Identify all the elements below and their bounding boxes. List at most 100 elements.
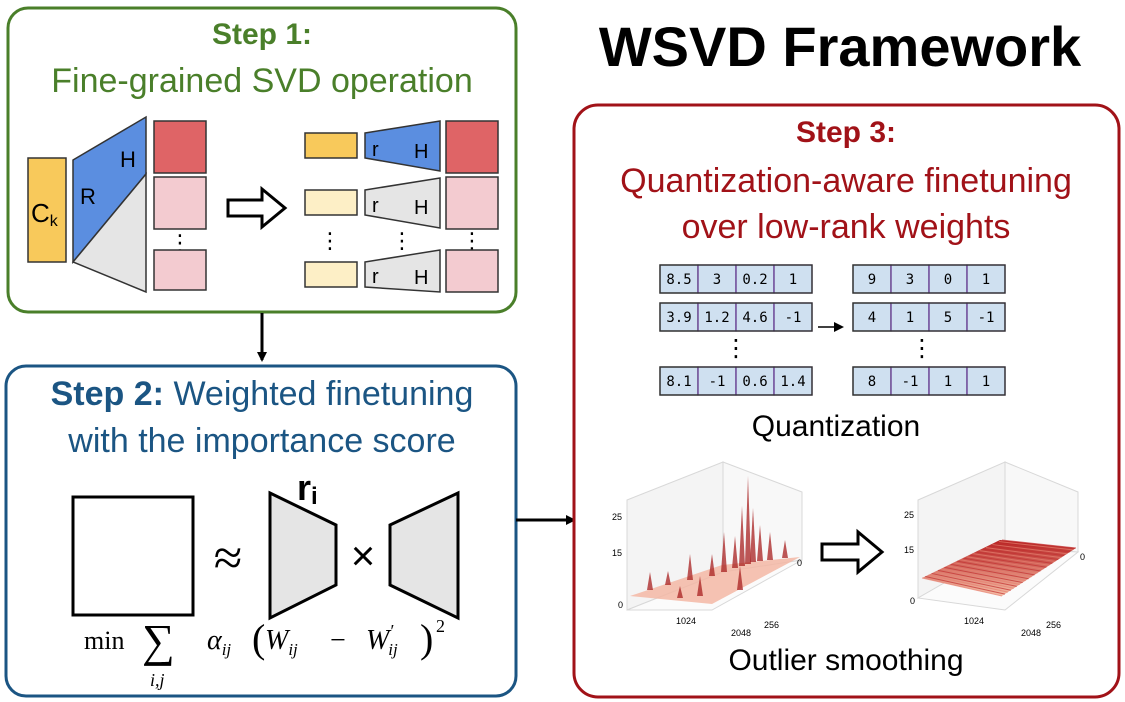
- row1-r-label: r: [372, 139, 379, 161]
- h-block-dots: ⋮: [169, 230, 191, 255]
- step2-line1: Step 2: Weighted finetuning: [51, 375, 474, 413]
- matrix-before-value: 0.6: [742, 374, 767, 390]
- plot-after-y-0: 0: [1080, 552, 1085, 562]
- plot-spike: [721, 532, 727, 572]
- plot-spike: [665, 571, 671, 585]
- matrix-after-cell: [852, 264, 892, 294]
- matrix-after-value: 3: [906, 272, 914, 288]
- plot-after-z-25: 25: [904, 510, 914, 520]
- matrix-after-cell: [928, 302, 968, 332]
- matrix-before-value: 4.6: [742, 310, 767, 326]
- matrix-before-value: 3.9: [666, 310, 691, 326]
- plot-texture-line: [979, 550, 1056, 562]
- quantization-caption: Quantization: [752, 410, 920, 443]
- matrix-after-value: 5: [944, 310, 952, 326]
- plot-texture-line: [992, 544, 1068, 555]
- ck-label: Ck: [31, 198, 59, 230]
- h-block-right-3: [445, 249, 499, 293]
- plot-texture-line: [976, 551, 1053, 564]
- svd-gray-part: [71, 171, 147, 294]
- plot-spike: [647, 572, 653, 590]
- framework-title: WSVD Framework: [599, 15, 1082, 78]
- plot-before-y-0: 0: [797, 558, 802, 568]
- step3-panel: Step 3: Quantization-aware finetuning ov…: [572, 103, 1121, 699]
- low-rank-left-trap: [268, 490, 338, 621]
- formula-open-paren: (: [252, 616, 265, 661]
- matrix-before-row: [659, 264, 813, 294]
- plot-texture-line: [985, 547, 1062, 559]
- approx-symbol: ≈: [214, 530, 243, 587]
- plot-texture-line: [989, 545, 1065, 557]
- matrix-before-value: 3: [713, 272, 721, 288]
- step3-line2: over low-rank weights: [682, 208, 1011, 246]
- plot-texture-line: [969, 554, 1047, 568]
- plot-after-z-0: 0: [910, 596, 915, 606]
- dots-col-2: ⋮: [391, 228, 413, 253]
- plot-texture-line: [925, 575, 1006, 595]
- matrix-before-value: 8.1: [666, 374, 691, 390]
- objective-formula: min ∑ i,j αij ( Wij − W′ij ) 2: [84, 615, 445, 690]
- plot-texture-line: [1001, 539, 1077, 549]
- plot-spike: [709, 554, 715, 576]
- surface-plot-before: 25 15 0 1024 2048 256 0: [612, 461, 803, 638]
- formula-w: Wij: [265, 625, 298, 659]
- plot-before-spikes: [647, 476, 788, 598]
- plot-texture-line: [963, 557, 1041, 572]
- matrix-after-value: 9: [868, 272, 876, 288]
- step2-panel: Step 2: Weighted finetuning with the imp…: [4, 364, 518, 698]
- plot-after-y-256: 256: [1046, 620, 1061, 630]
- matrix-after-row: [852, 366, 1006, 396]
- plot-spike: [767, 532, 773, 560]
- step3-line1: Quantization-aware finetuning: [620, 162, 1072, 200]
- plot-before-z-25: 25: [612, 512, 622, 522]
- plot-before-x-1024: 1024: [676, 616, 696, 626]
- plot-texture-line: [921, 577, 1003, 597]
- h-block-2: [153, 176, 207, 230]
- matrix-after-value: 1: [982, 374, 990, 390]
- outlier-smoothing-caption: Outlier smoothing: [728, 644, 963, 677]
- plot-texture-line: [973, 553, 1050, 566]
- trap-blue-1: [364, 120, 441, 172]
- hollow-arrow-icon: [226, 185, 288, 231]
- plot-texture-line: [957, 560, 1035, 576]
- matrix-before-dots: ⋮: [724, 335, 748, 362]
- step3-heading: Step 3:: [796, 116, 896, 149]
- formula-alpha: αij: [207, 625, 231, 659]
- weight-matrix-square: [71, 495, 195, 617]
- plot-texture-line: [931, 572, 1011, 591]
- plot-texture-line: [982, 548, 1059, 561]
- plot-texture-line: [928, 574, 1009, 593]
- h-block-right-1: [445, 120, 499, 174]
- matrix-before-value: -1: [709, 374, 726, 390]
- times-symbol: ×: [351, 532, 376, 579]
- plot-texture-line: [960, 559, 1038, 574]
- ck-slice-1: [304, 132, 358, 159]
- surface-plot-after: 25 15 0 1024 2048 256 0: [904, 461, 1085, 638]
- smoothing-arrow-icon: [820, 528, 885, 576]
- trap-gray-2: [364, 177, 441, 229]
- matrix-before-value: 1: [789, 272, 797, 288]
- step1-heading: Step 1:: [212, 18, 312, 51]
- row3-h-label: H: [414, 267, 428, 289]
- label-R: R: [80, 184, 96, 209]
- matrix-before-value: 0.2: [742, 272, 767, 288]
- ck-matrix: [27, 157, 67, 263]
- matrix-after-row: [852, 264, 1006, 294]
- formula-sum: ∑: [142, 615, 175, 666]
- plot-after-z-15: 15: [904, 545, 914, 555]
- plot-before-surface: [630, 557, 800, 604]
- matrix-after-value: 8: [868, 374, 876, 390]
- plot-spike: [687, 554, 693, 580]
- plot-spike: [732, 536, 738, 568]
- plot-spike: [677, 586, 683, 598]
- ck-slice-2: [304, 189, 358, 216]
- plot-before-y-256: 256: [764, 620, 779, 630]
- formula-square: 2: [436, 616, 445, 636]
- matrix-after-dots: ⋮: [910, 335, 934, 362]
- formula-min: min: [84, 626, 124, 655]
- label-H-big: H: [120, 147, 136, 172]
- matrix-after-value: -1: [902, 374, 919, 390]
- step1-panel: Step 1: Fine-grained SVD operation Ck R …: [6, 6, 518, 314]
- rank-ri-label: ri: [297, 467, 318, 510]
